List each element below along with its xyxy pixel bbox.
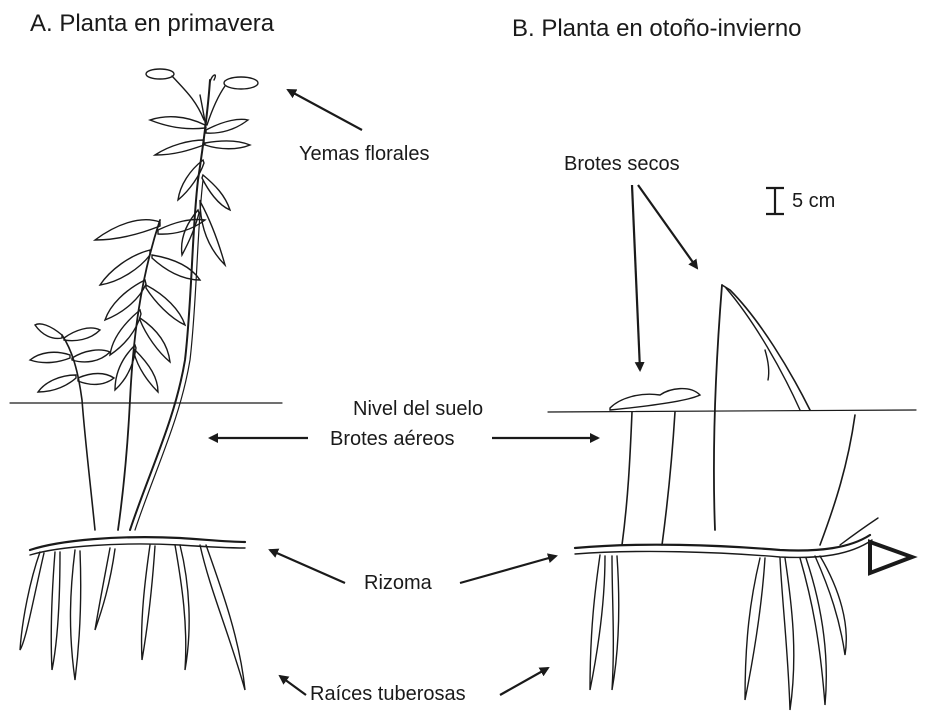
- arrow-brotes-secos-1: [632, 185, 640, 370]
- label-yemas-florales: Yemas florales: [299, 143, 429, 165]
- annotation-arrows: [210, 90, 697, 695]
- panel-b-title: B. Planta en otoño-invierno: [512, 16, 802, 42]
- arrow-rizoma-left: [270, 550, 345, 583]
- aerial-shoot-3: [820, 415, 855, 545]
- tuberous-roots-b: [590, 555, 846, 710]
- ground-line-b: [548, 410, 916, 412]
- label-scale: 5 cm: [792, 190, 835, 212]
- short-leaves: [30, 324, 114, 392]
- dry-shoot-tall: [714, 285, 722, 530]
- winter-plant: [548, 285, 916, 710]
- rhizome-b: [575, 535, 870, 550]
- spring-plant: [10, 69, 282, 690]
- upper-leaves: [150, 117, 250, 265]
- label-brotes-aereos: Brotes aéreos: [330, 428, 455, 450]
- short-stem: [62, 335, 95, 530]
- direction-triangle-icon: [870, 542, 912, 573]
- panel-a-title: A. Planta en primavera: [30, 11, 274, 37]
- aerial-shoot-2: [662, 412, 675, 545]
- arrow-raices-left: [280, 676, 306, 695]
- label-rizoma: Rizoma: [364, 572, 432, 594]
- dry-tuft: [610, 389, 700, 410]
- tuberous-roots-a: [20, 545, 245, 690]
- arrow-yemas: [288, 90, 362, 130]
- label-brotes-secos: Brotes secos: [564, 153, 680, 175]
- arrow-rizoma-right: [460, 556, 556, 583]
- arrow-raices-right: [500, 668, 548, 695]
- label-raices-tuberosas: Raíces tuberosas: [310, 683, 466, 705]
- arrow-brotes-secos-2: [638, 185, 697, 268]
- aerial-shoot-1: [622, 412, 632, 545]
- label-nivel-suelo: Nivel del suelo: [353, 398, 483, 420]
- scale-bar: [766, 188, 784, 214]
